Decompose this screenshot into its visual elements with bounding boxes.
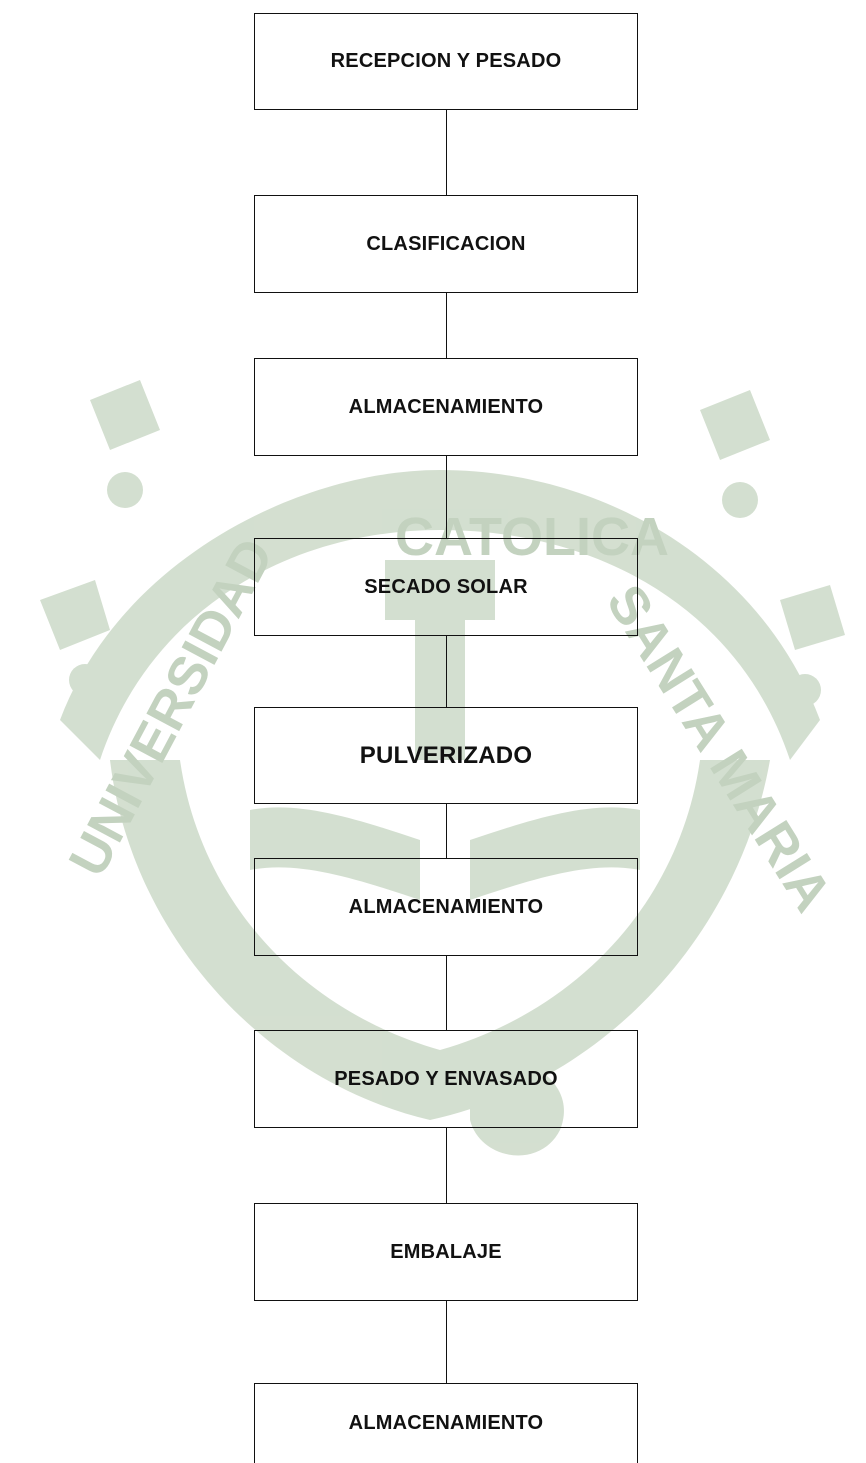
watermark-text-top: CATOLICA xyxy=(395,507,669,567)
connector-6-7 xyxy=(446,955,447,1031)
connector-5-6 xyxy=(446,803,447,859)
flow-step-pulverizado: PULVERIZADO xyxy=(254,707,638,804)
connector-2-3 xyxy=(446,292,447,359)
connector-8-9 xyxy=(446,1300,447,1384)
step-label: PULVERIZADO xyxy=(359,741,533,769)
step-label: ALMACENAMIENTO xyxy=(348,895,544,918)
connector-1-2 xyxy=(446,109,447,196)
step-label: PESADO Y ENVASADO xyxy=(334,1067,558,1090)
connector-7-8 xyxy=(446,1127,447,1204)
flow-step-almacenamiento-1: ALMACENAMIENTO xyxy=(254,358,638,456)
step-label: SECADO SOLAR xyxy=(364,575,528,598)
flow-step-almacenamiento-3: ALMACENAMIENTO xyxy=(254,1383,638,1463)
connector-4-5 xyxy=(446,635,447,708)
connector-3-4 xyxy=(446,455,447,539)
step-label: ALMACENAMIENTO xyxy=(348,1412,544,1434)
flow-step-pesado-y-envasado: PESADO Y ENVASADO xyxy=(254,1030,638,1128)
flow-step-clasificacion: CLASIFICACION xyxy=(254,195,638,293)
flow-step-secado-solar: SECADO SOLAR xyxy=(254,538,638,636)
flow-step-embalaje: EMBALAJE xyxy=(254,1203,638,1301)
step-label: CLASIFICACION xyxy=(366,232,526,255)
step-label: ALMACENAMIENTO xyxy=(348,395,544,418)
flow-step-recepcion-y-pesado: RECEPCION Y PESADO xyxy=(254,13,638,110)
step-label: RECEPCION Y PESADO xyxy=(330,50,562,72)
step-label: EMBALAJE xyxy=(390,1240,502,1263)
flow-step-almacenamiento-2: ALMACENAMIENTO xyxy=(254,858,638,956)
